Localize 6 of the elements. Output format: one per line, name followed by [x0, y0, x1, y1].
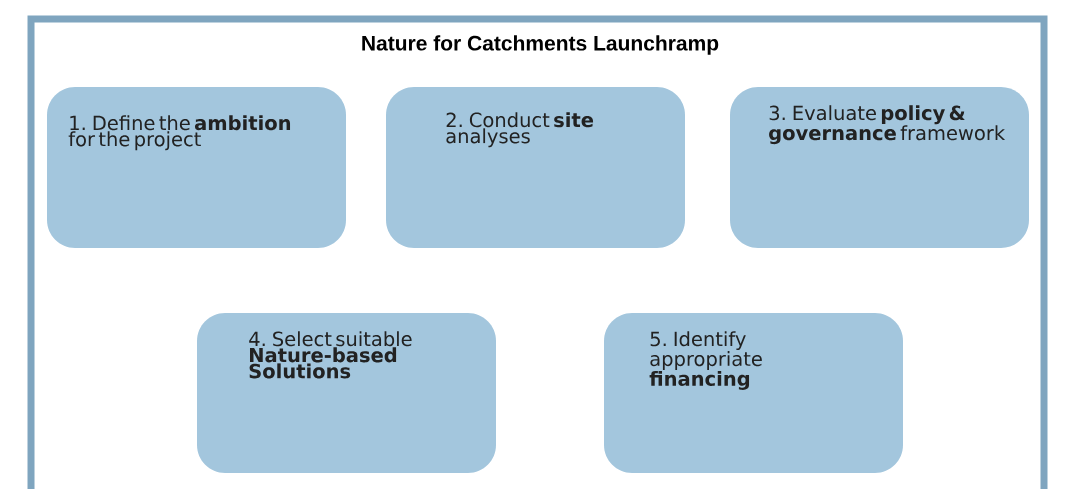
step-box: 2. Conduct site analyses — [386, 87, 685, 248]
step-box: 5. Identify appropriate financing — [604, 313, 903, 473]
step-box: 3. Evaluate policy & governance framework — [730, 87, 1029, 248]
title: Nature for Catchments Launchramp — [362, 35, 719, 55]
step-box: 1. Define the ambition for the project — [47, 87, 346, 248]
step-box: 4. Select suitable Nature-based Solutions — [197, 313, 496, 473]
